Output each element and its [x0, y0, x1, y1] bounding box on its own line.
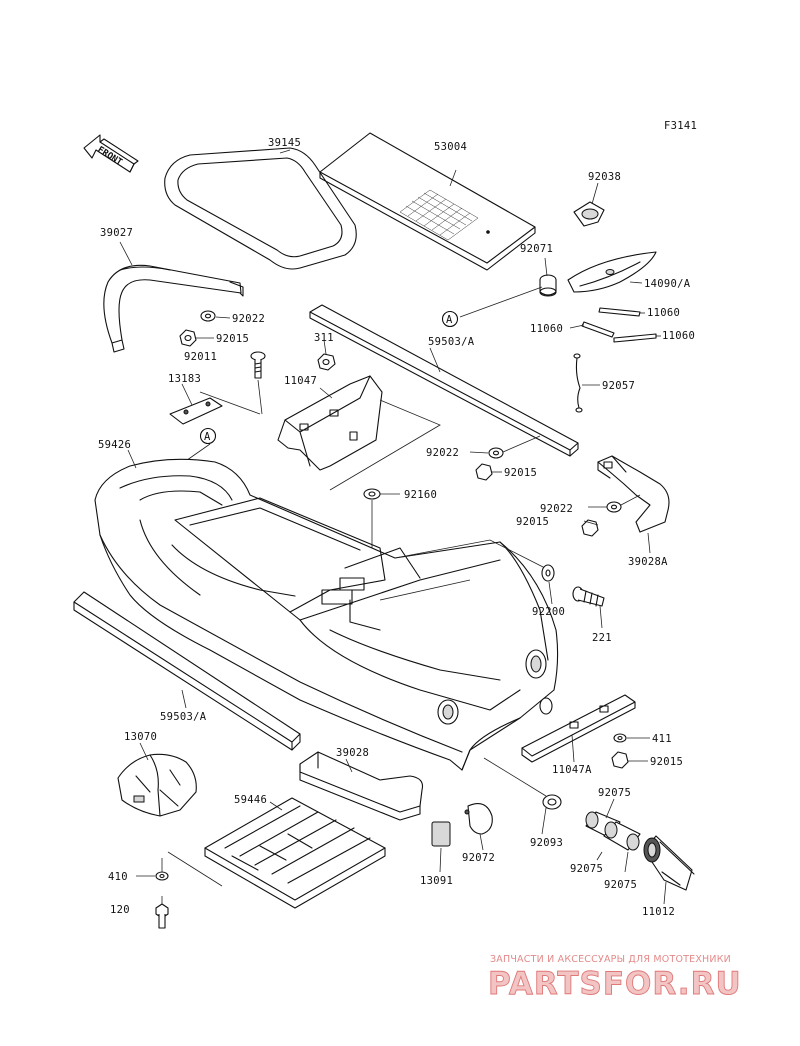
figure-code: F3141 — [664, 120, 697, 132]
part-label-59446: 59446 — [234, 794, 267, 806]
nut-92015-a — [179, 329, 197, 347]
clamp-92072 — [464, 803, 493, 835]
callout-a-top-label: A — [446, 314, 453, 326]
pad-13091 — [431, 821, 451, 847]
part-label-92200: 92200 — [532, 606, 565, 618]
washer-92022-c — [606, 501, 622, 513]
part-label-39028A: 39028A — [628, 556, 668, 568]
part-label-13183: 13183 — [168, 373, 201, 385]
watermark: ЗАПЧАСТИ И АКСЕССУАРЫ ДЛЯ МОТОТЕХНИКИ PA… — [488, 954, 742, 1002]
nut-92015-d — [611, 751, 629, 769]
part-label-11047: 11047 — [284, 375, 317, 387]
part-label-39027: 39027 — [100, 227, 133, 239]
part-label-410: 410 — [108, 871, 128, 883]
nut-92015-b — [475, 463, 493, 481]
hose-92075-b — [603, 821, 641, 851]
part-label-59503A-upper: 59503/A — [428, 336, 475, 348]
part-label-59503A-lower: 59503/A — [160, 711, 207, 723]
bumper-39028A — [597, 455, 670, 533]
cord-92057 — [573, 353, 583, 413]
part-label-311: 311 — [314, 332, 334, 344]
cover-13070 — [117, 753, 197, 817]
part-label-92015-a: 92015 — [216, 333, 249, 345]
part-label-92038: 92038 — [588, 171, 621, 183]
part-label-11060-b: 11060 — [530, 323, 563, 335]
part-label-221: 221 — [592, 632, 612, 644]
part-label-11047A: 11047A — [552, 764, 592, 776]
part-label-411: 411 — [652, 733, 672, 745]
part-label-92022-a: 92022 — [232, 313, 265, 325]
callout-a-mid: A — [199, 427, 217, 445]
front-direction-arrow: FRONT — [83, 134, 139, 173]
part-label-92075-b: 92075 — [570, 863, 603, 875]
part-label-92075-a: 92075 — [598, 787, 631, 799]
watermark-brand: PARTSFOR.RU — [488, 966, 742, 1002]
part-label-13070: 13070 — [124, 731, 157, 743]
washer-410 — [155, 871, 169, 881]
part-label-53004: 53004 — [434, 141, 467, 153]
gunwale-strip-59503A-lower — [73, 591, 301, 751]
tray-59446 — [204, 797, 386, 909]
part-label-92022-b: 92022 — [426, 447, 459, 459]
bolt-92011 — [250, 351, 266, 379]
part-label-92072: 92072 — [462, 852, 495, 864]
part-label-11012: 11012 — [642, 906, 675, 918]
washer-411 — [613, 733, 627, 743]
cap-92071 — [539, 274, 557, 297]
part-label-92160: 92160 — [404, 489, 437, 501]
part-label-92071: 92071 — [520, 243, 553, 255]
part-label-59426: 59426 — [98, 439, 131, 451]
watermark-caption: ЗАПЧАСТИ И АКСЕССУАРЫ ДЛЯ МОТОТЕХНИКИ — [490, 954, 731, 965]
plate-13183 — [169, 397, 223, 425]
part-label-13091: 13091 — [420, 875, 453, 887]
washer-92200 — [541, 564, 555, 582]
hull-59426 — [94, 458, 559, 771]
washer-92093 — [542, 794, 562, 810]
washer-92022-a — [200, 310, 216, 322]
bumper-39028 — [299, 751, 424, 821]
washer-92022-b — [488, 447, 504, 459]
part-label-92011: 92011 — [184, 351, 217, 363]
gunwale-strip-59503A-upper — [309, 304, 579, 457]
part-label-92015-b: 92015 — [504, 467, 537, 479]
bracket-11047A — [521, 694, 636, 763]
part-label-120: 120 — [110, 904, 130, 916]
callout-a-mid-label: A — [204, 431, 211, 443]
cover-14090A — [567, 251, 657, 293]
callout-a-top: A — [441, 310, 459, 328]
screw-221 — [572, 586, 605, 607]
part-label-14090A: 14090/A — [644, 278, 691, 290]
grommet-92038 — [573, 201, 605, 227]
part-label-11060-c: 11060 — [662, 330, 695, 342]
bracket-11047 — [277, 375, 383, 471]
deck-mat-53004 — [319, 132, 536, 271]
hatch-gasket-39145 — [164, 147, 357, 270]
part-label-92022-c: 92022 — [540, 503, 573, 515]
part-label-92015-d: 92015 — [650, 756, 683, 768]
part-label-92057: 92057 — [602, 380, 635, 392]
nut-311 — [317, 353, 336, 371]
nozzle-11012 — [643, 835, 695, 891]
bolt-120 — [155, 903, 169, 929]
part-label-92075-c: 92075 — [604, 879, 637, 891]
part-label-39145: 39145 — [268, 137, 301, 149]
part-label-11060-a: 11060 — [647, 307, 680, 319]
grab-handle-39027 — [103, 264, 244, 353]
part-label-92093: 92093 — [530, 837, 563, 849]
grommet-92160 — [363, 488, 381, 500]
part-label-39028: 39028 — [336, 747, 369, 759]
part-label-92015-c: 92015 — [516, 516, 549, 528]
pads-11060 — [581, 307, 657, 343]
